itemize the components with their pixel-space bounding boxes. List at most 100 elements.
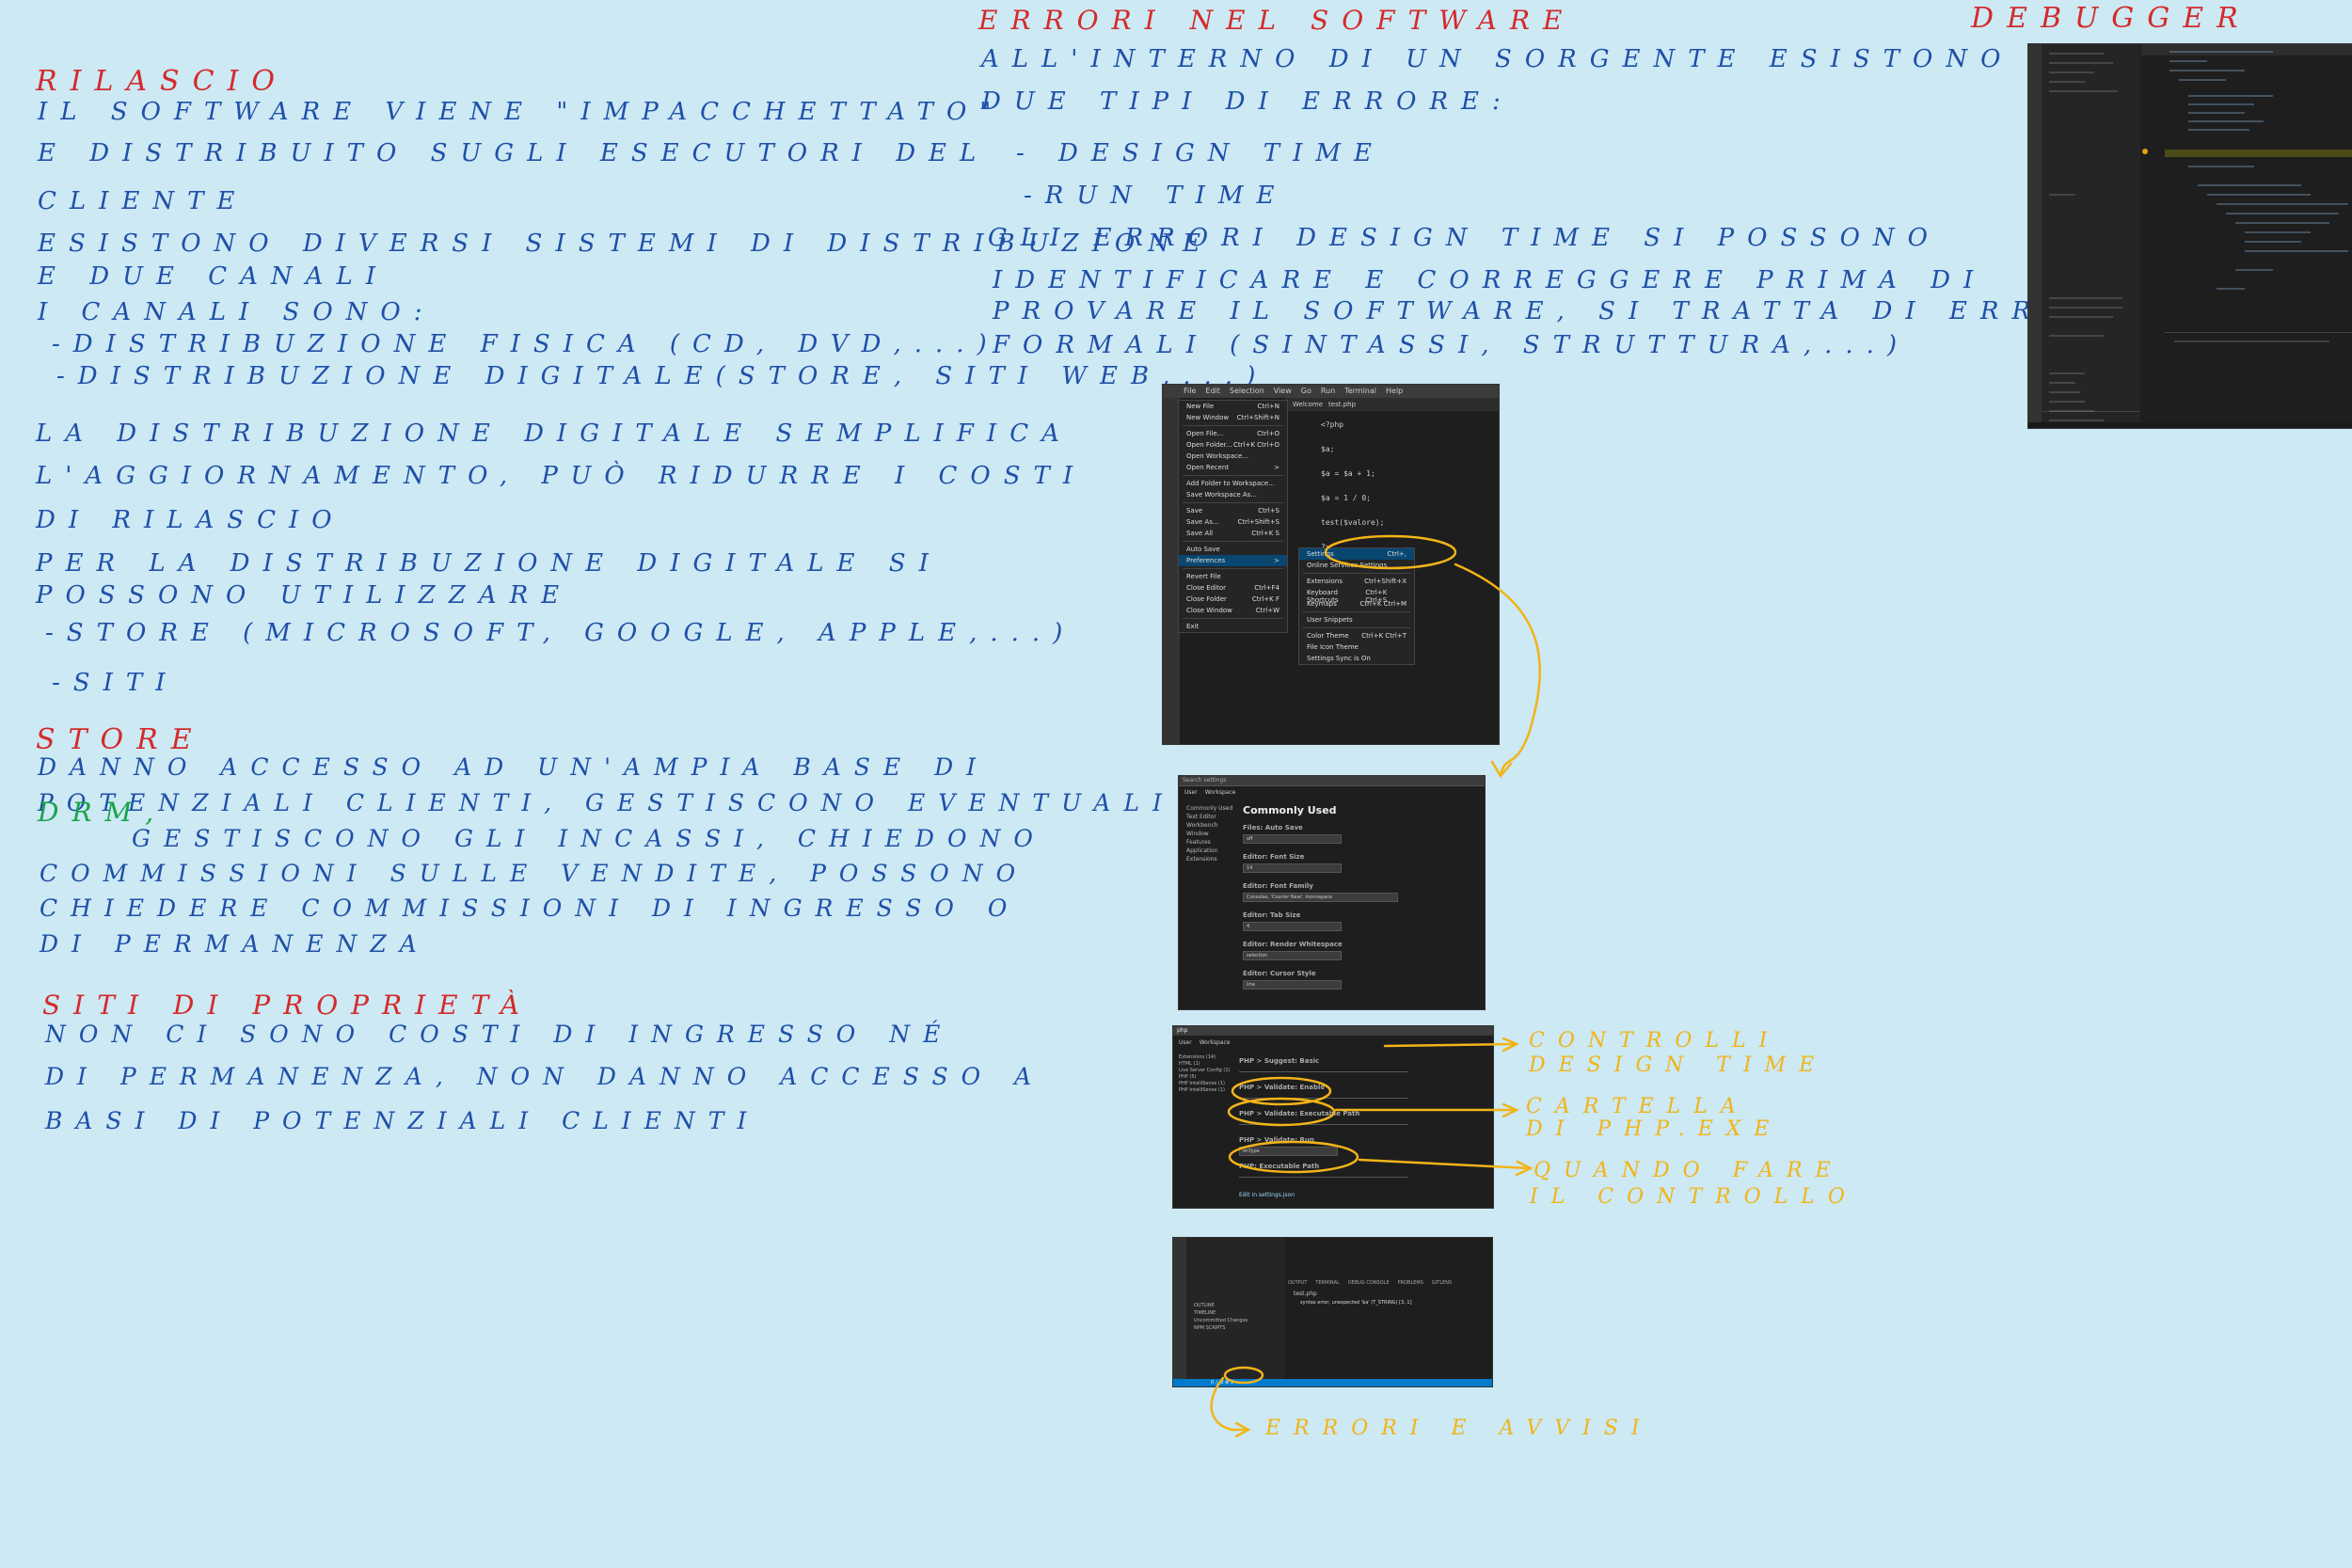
- panel-tab[interactable]: PROBLEMS: [1397, 1280, 1423, 1286]
- tree-item[interactable]: TIMELINE: [1194, 1310, 1216, 1316]
- menu-item[interactable]: Save As...Ctrl+Shift+S: [1179, 516, 1287, 528]
- php-search-input[interactable]: php: [1177, 1027, 1188, 1034]
- validate-run-select[interactable]: onType: [1239, 1147, 1338, 1156]
- menu-item[interactable]: Exit: [1179, 621, 1287, 632]
- menubar-item[interactable]: Edit: [1205, 387, 1220, 395]
- tree-item[interactable]: Extensions: [1186, 856, 1217, 863]
- menubar-item[interactable]: Go: [1300, 387, 1311, 395]
- menubar-item[interactable]: Help: [1386, 387, 1404, 395]
- scope-tab[interactable]: Workspace: [1204, 789, 1236, 796]
- menubar-item[interactable]: Run: [1320, 387, 1336, 395]
- code-line: [1321, 455, 1384, 467]
- edit-in-settings-json-link[interactable]: Edit in settings.json: [1239, 1192, 1295, 1198]
- setting-value[interactable]: 4: [1243, 922, 1342, 931]
- rilascio-line: -distribuzione digitale(store, siti web,…: [56, 362, 1269, 390]
- menu-item[interactable]: Open File...Ctrl+O: [1179, 428, 1287, 439]
- tree-item[interactable]: Extensions (14): [1179, 1054, 1216, 1060]
- scope-tab[interactable]: User: [1184, 789, 1198, 796]
- annotation-cartella-1: cartella: [1526, 1095, 1749, 1118]
- menu-item[interactable]: Auto Save: [1179, 544, 1287, 555]
- setting-value[interactable]: selection: [1243, 951, 1342, 960]
- menu-item[interactable]: File Icon Theme: [1299, 641, 1414, 653]
- status-bar-problems[interactable]: 0 △ 0 ⊗ 1: [1211, 1380, 1233, 1386]
- tree-item[interactable]: Live Server Config (1): [1179, 1068, 1231, 1073]
- php-setting-item: PHP: Executable Path: [1239, 1160, 1484, 1186]
- menubar-item[interactable]: Selection: [1229, 387, 1264, 395]
- menu-item-shortcut: Ctrl+F4: [1254, 584, 1279, 592]
- setting-value[interactable]: off: [1243, 834, 1342, 844]
- menu-item-label: Close Folder: [1186, 595, 1227, 603]
- scope-tab[interactable]: Workspace: [1199, 1039, 1231, 1046]
- menu-item[interactable]: Settings Sync is On: [1299, 653, 1414, 664]
- editor-tab[interactable]: test.php: [1328, 401, 1357, 408]
- menu-item[interactable]: User Snippets: [1299, 614, 1414, 626]
- tree-item[interactable]: PHP IntelliSense (1): [1179, 1087, 1225, 1093]
- tree-item[interactable]: PHP (5): [1179, 1074, 1197, 1080]
- tree-item[interactable]: Features: [1186, 839, 1211, 846]
- code-line: $a;: [1321, 445, 1335, 453]
- problem-file[interactable]: test.php: [1294, 1291, 1317, 1297]
- menu-item[interactable]: Save Workspace As...: [1179, 489, 1287, 500]
- setting-value[interactable]: 14: [1243, 863, 1342, 873]
- panel-tab[interactable]: GITLENS: [1431, 1280, 1453, 1286]
- tree-item[interactable]: Window: [1186, 831, 1209, 837]
- code-line: <?php: [1321, 420, 1344, 429]
- menu-item[interactable]: Online Services Settings: [1299, 560, 1414, 571]
- tree-item[interactable]: Workbench: [1186, 822, 1218, 829]
- panel-tab[interactable]: OUTPUT: [1288, 1280, 1308, 1286]
- tree-item[interactable]: NPM SCRIPTS: [1194, 1325, 1226, 1331]
- tree-item[interactable]: Uncommitted Changes: [1194, 1318, 1248, 1323]
- tree-item[interactable]: HTML (1): [1179, 1061, 1200, 1067]
- tree-item[interactable]: Text Editor: [1186, 814, 1216, 820]
- setting-value[interactable]: Consolas, 'Courier New', monospace: [1243, 893, 1398, 902]
- settings-title: Commonly Used: [1243, 804, 1337, 816]
- siti-line: basi di potenziali clienti: [45, 1107, 760, 1134]
- tree-item[interactable]: PHP IntelliSense (1): [1179, 1081, 1225, 1086]
- tree-item[interactable]: Application: [1186, 847, 1218, 854]
- menu-item[interactable]: Open Workspace...: [1179, 451, 1287, 462]
- menu-item[interactable]: Revert File: [1179, 571, 1287, 582]
- vscode-file-menu-screenshot: File Edit Selection View Go Run Terminal Help W…: [1162, 384, 1500, 745]
- siti-line: non ci sono costi di ingresso né: [45, 1021, 954, 1048]
- settings-search[interactable]: Search settings: [1183, 777, 1227, 784]
- menu-item-shortcut: Ctrl+K Ctrl+M: [1359, 600, 1407, 608]
- menu-item[interactable]: Open Folder...Ctrl+K Ctrl+O: [1179, 439, 1287, 451]
- menu-item-label: Save All: [1186, 530, 1214, 537]
- rilascio-line: Esistono diversi sistemi di distribuzion…: [38, 230, 1214, 258]
- php-setting-item: PHP > Validate: Enable: [1239, 1081, 1484, 1107]
- errori-line: due tipi di errore:: [981, 87, 1514, 116]
- menu-item[interactable]: Preferences>: [1179, 555, 1287, 566]
- problem-message[interactable]: syntax error, unexpected '$a' (T_STRING)…: [1300, 1300, 1412, 1306]
- menu-item-label: Save As...: [1186, 518, 1219, 526]
- menu-item[interactable]: Open Recent>: [1179, 462, 1287, 473]
- panel-tab[interactable]: TERMINAL: [1315, 1280, 1340, 1286]
- menubar-item[interactable]: View: [1273, 387, 1292, 395]
- menubar-item[interactable]: File: [1184, 387, 1197, 395]
- code-line: [1321, 431, 1384, 443]
- tree-item[interactable]: OUTLINE: [1194, 1303, 1215, 1308]
- menu-item[interactable]: Add Folder to Workspace...: [1179, 478, 1287, 489]
- panel-tab[interactable]: DEBUG CONSOLE: [1347, 1280, 1390, 1286]
- code-line: [1321, 480, 1384, 492]
- editor-tab[interactable]: Welcome: [1293, 401, 1324, 408]
- code-line: [1321, 504, 1384, 516]
- scope-tab[interactable]: User: [1179, 1039, 1192, 1046]
- tree-item[interactable]: Commonly Used: [1186, 805, 1233, 812]
- dist-line: La distribuzione digitale semplifica: [36, 420, 1073, 448]
- setting-value[interactable]: line: [1243, 980, 1342, 990]
- setting-title: Editor: Cursor Style: [1243, 970, 1316, 977]
- menubar-item[interactable]: Terminal: [1344, 387, 1376, 395]
